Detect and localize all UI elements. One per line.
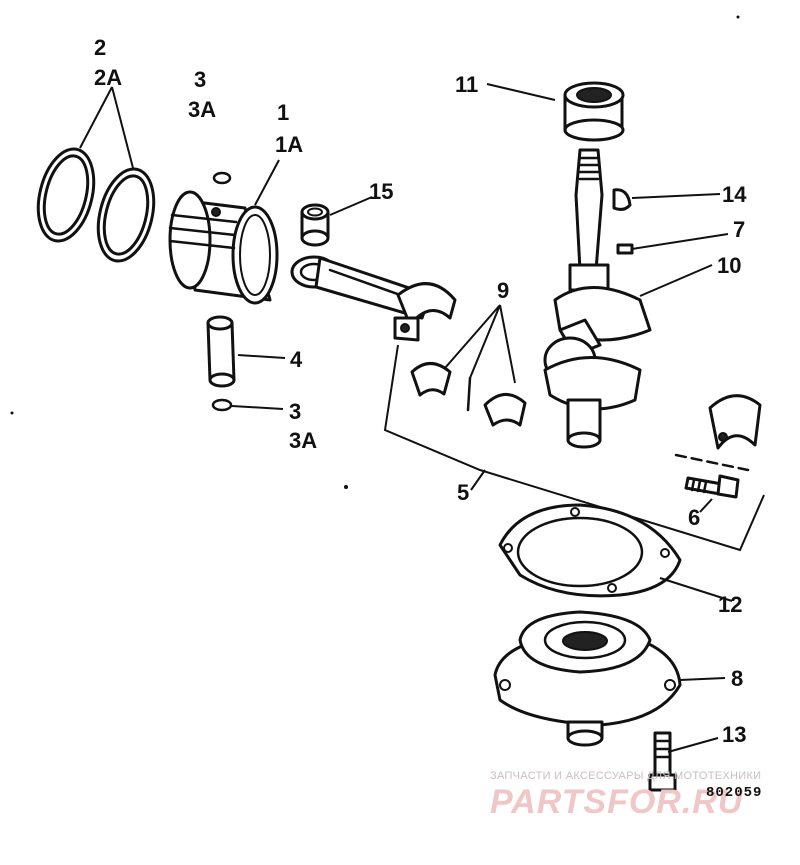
callout-10: 10 <box>717 253 741 278</box>
piston-rings <box>36 147 156 263</box>
piston <box>168 190 279 305</box>
callout-3a-top: 3A <box>188 97 216 122</box>
callout-8: 8 <box>731 666 743 691</box>
rod-cap <box>674 394 762 472</box>
bearing-housing <box>493 610 682 747</box>
callout-2a: 2A <box>94 65 122 90</box>
callout-11: 11 <box>455 72 478 97</box>
connecting-rod <box>290 255 457 342</box>
diagram-reference-number: 802059 <box>706 785 763 801</box>
callout-7: 7 <box>733 217 745 242</box>
callout-14: 14 <box>722 182 747 207</box>
woodruff-key <box>612 188 632 211</box>
callout-12: 12 <box>718 592 742 617</box>
callout-5: 5 <box>457 480 469 505</box>
callout-labels: 2 2A 3 3A 1 1A 11 15 14 7 10 9 4 3 3A 5 … <box>94 35 747 747</box>
rod-cap-screw <box>684 474 740 499</box>
callout-6: 6 <box>688 505 700 530</box>
callout-4: 4 <box>290 347 303 372</box>
scan-specks <box>10 15 740 489</box>
callout-9: 9 <box>497 278 509 303</box>
pin <box>616 243 634 255</box>
leader-lines <box>79 83 765 753</box>
callout-3-bottom: 3 <box>289 399 301 424</box>
callout-13: 13 <box>722 722 746 747</box>
callout-15: 15 <box>369 179 393 204</box>
crankshaft <box>543 148 652 449</box>
bearing-cage-halves <box>410 362 527 427</box>
callout-3a-bottom: 3A <box>289 428 317 453</box>
watermark-tagline: ЗАПЧАСТИ И АКСЕССУАРЫ ДЛЯ МОТОТЕХНИКИ <box>490 770 762 782</box>
housing-screw <box>648 731 677 792</box>
piston-pin-retainer-top <box>212 171 232 185</box>
watermark-logo: PARTSFOR.RU <box>490 783 744 821</box>
piston-pin-retainer-bottom <box>211 398 233 412</box>
callout-1: 1 <box>277 100 289 125</box>
needle-bearing <box>300 203 330 247</box>
callout-3-top: 3 <box>194 67 206 92</box>
gasket <box>498 503 682 598</box>
piston-pin <box>206 315 236 388</box>
seal-ring <box>563 81 625 142</box>
callout-1a: 1A <box>275 132 303 157</box>
callout-2: 2 <box>94 35 106 60</box>
